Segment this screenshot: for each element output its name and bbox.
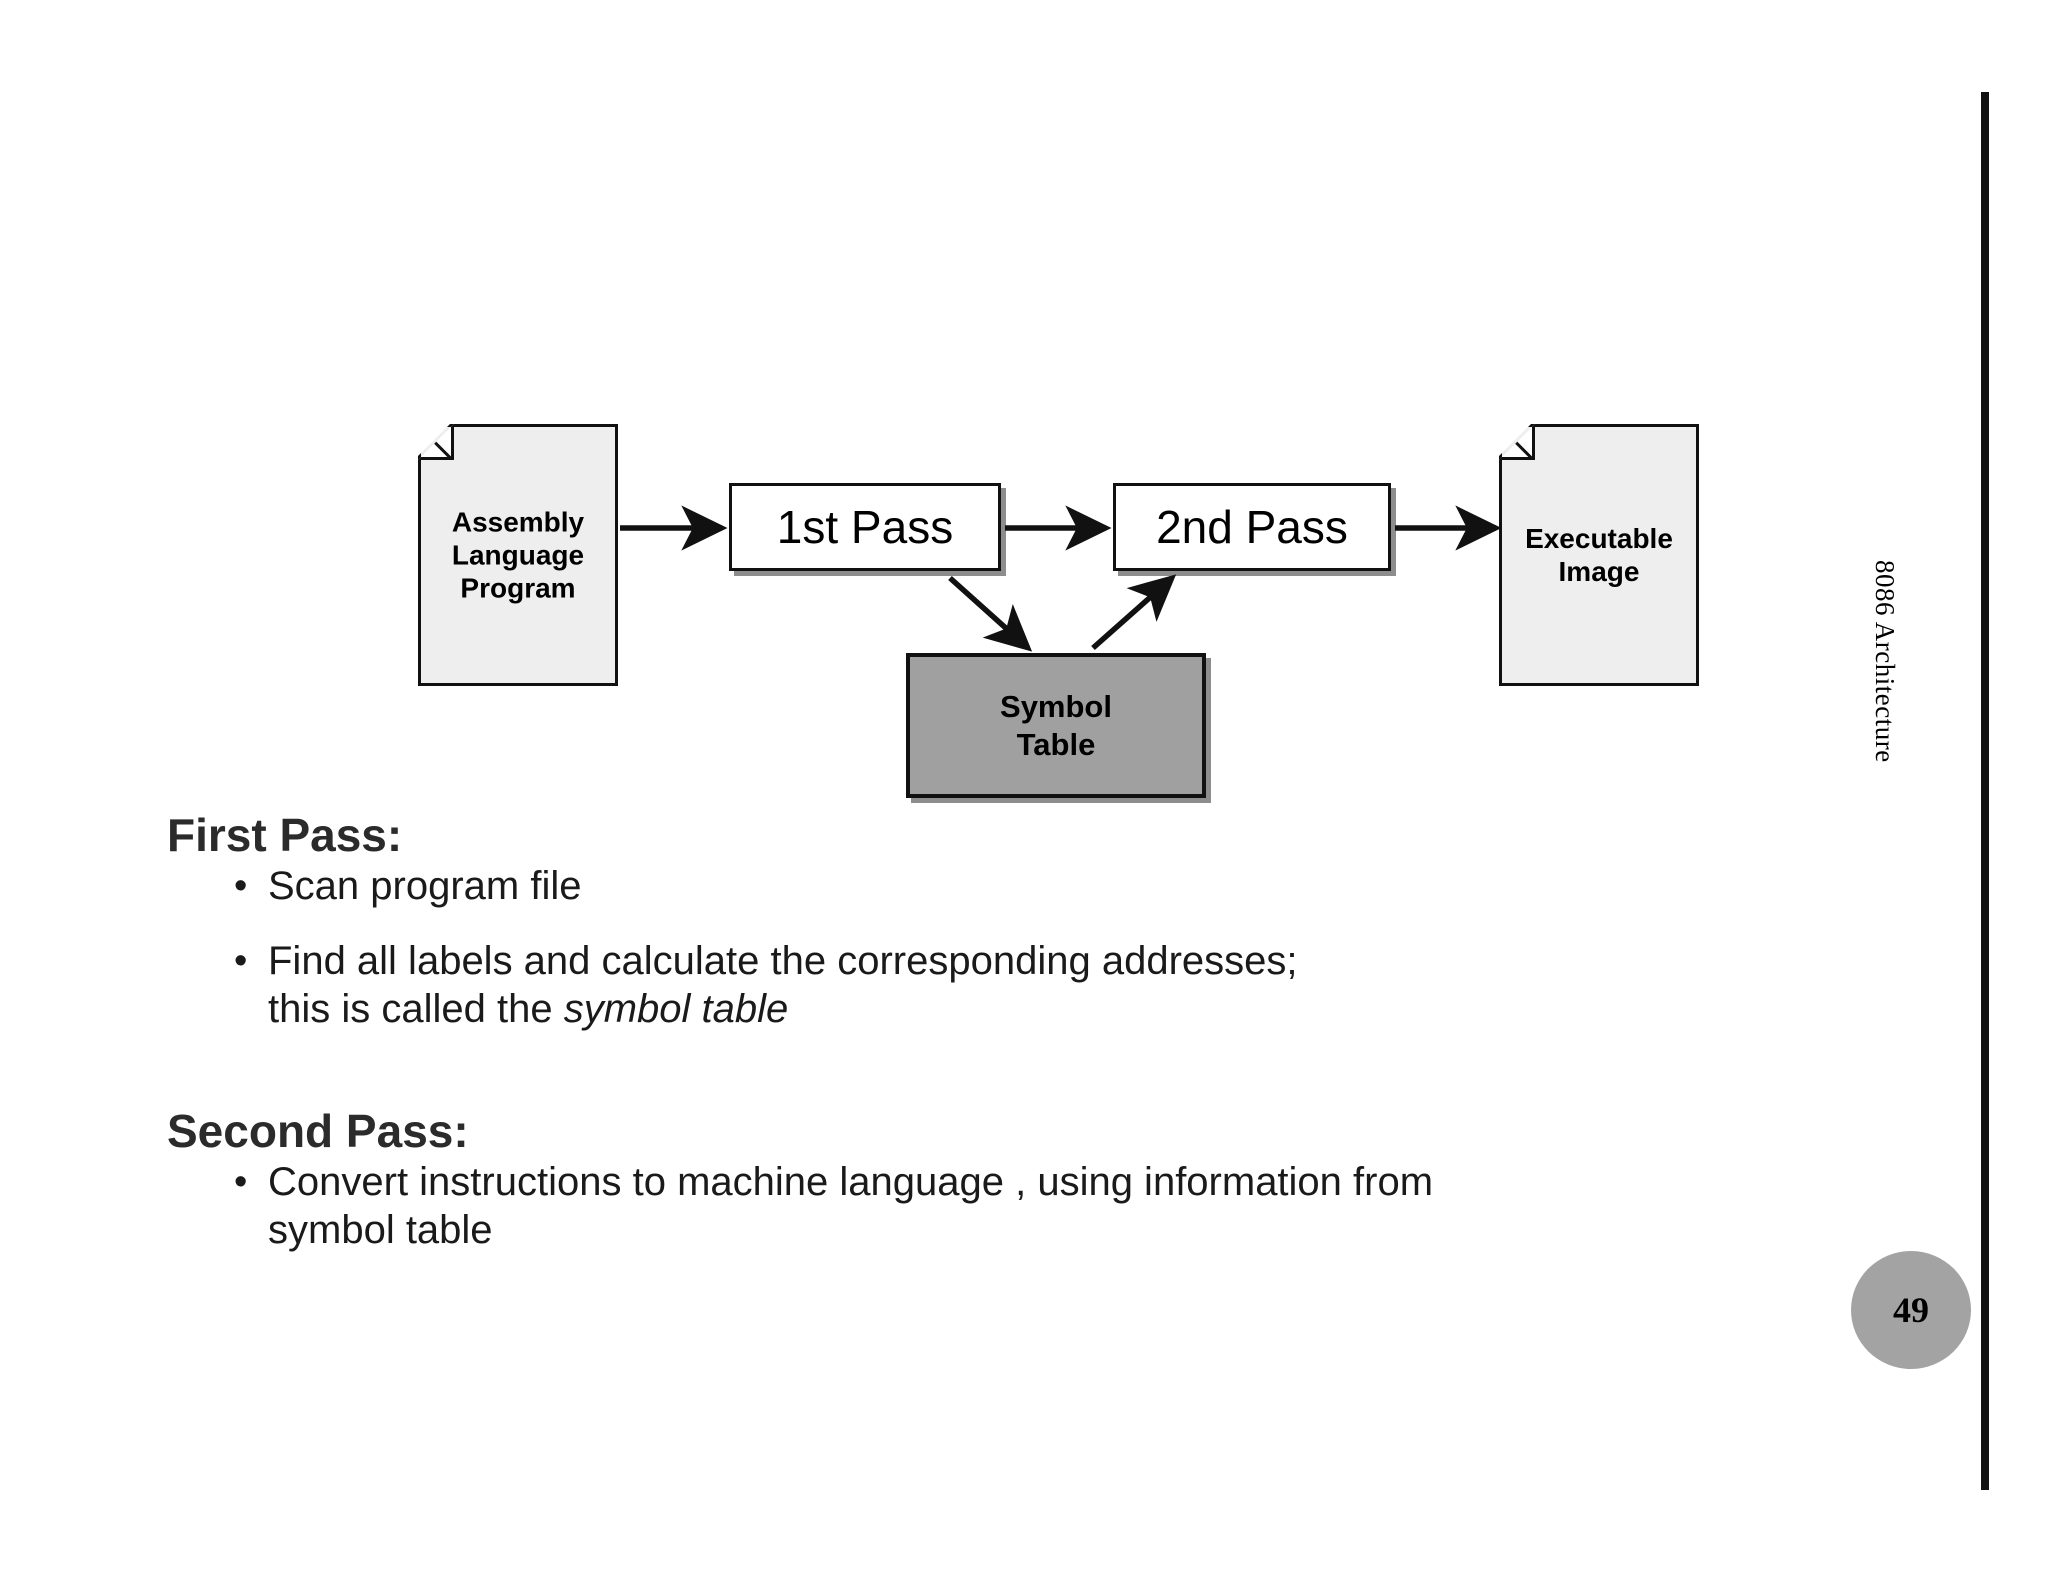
node-assembly-source-label: Assembly Language Program xyxy=(402,505,634,604)
bullet-line-2-prefix: this is called the xyxy=(268,987,564,1031)
document-body xyxy=(418,424,618,686)
node-symbol-table-label: Table xyxy=(1016,726,1096,762)
right-divider-rule xyxy=(1981,92,1989,1490)
bullet-marker: • xyxy=(234,1161,248,1203)
bullet-marker: • xyxy=(234,940,248,982)
document-body xyxy=(1499,424,1699,686)
label-line: Image xyxy=(1558,556,1640,587)
edge-symbol-table-to-second-pass xyxy=(1091,574,1177,651)
diagram-arrows xyxy=(620,505,1502,652)
bullet-line-1: Convert instructions to machine language… xyxy=(268,1160,1434,1204)
node-executable-image[interactable]: Executable Image xyxy=(1499,424,1699,686)
label-line: Program xyxy=(460,572,576,604)
node-second-pass[interactable]: 2nd Pass xyxy=(1113,483,1391,571)
page-number-badge: 49 xyxy=(1851,1251,1971,1369)
edge-first-pass-to-symbol-table xyxy=(948,575,1033,652)
bullet-marker: • xyxy=(234,865,248,907)
heading-second-pass: Second Pass: xyxy=(167,1105,469,1158)
label-line: Language xyxy=(451,539,585,571)
node-second-pass-label: 2nd Pass xyxy=(1156,501,1348,553)
node-assembly-source[interactable]: Assembly Language Program xyxy=(418,424,618,686)
node-first-pass-label: 1st Pass xyxy=(776,501,954,553)
bullet-line-2: symbol table xyxy=(268,1208,493,1252)
bullet-line-1: Find all labels and calculate the corres… xyxy=(268,939,1298,983)
label-line: Assembly xyxy=(451,506,585,538)
label-line: Executable xyxy=(1525,522,1673,554)
node-symbol-table-label: Symbol xyxy=(1000,689,1112,725)
bullet-text: Find all labels and calculate the corres… xyxy=(268,937,1298,1033)
bullet-text: Scan program file xyxy=(268,864,582,908)
bullet-scan-program-file: • Scan program file xyxy=(234,862,1734,910)
node-executable-image-label: Executable Image xyxy=(1483,522,1715,588)
bullet-line-2-italic: symbol table xyxy=(563,987,789,1031)
page-fold-icon xyxy=(418,424,454,460)
bullet-text: Convert instructions to machine language… xyxy=(268,1158,1433,1254)
assembler-two-pass-diagram: Assembly Language Program 1st Pass 2nd P… xyxy=(0,0,1800,830)
bullet-find-all-labels: • Find all labels and calculate the corr… xyxy=(234,937,1794,1033)
node-symbol-table[interactable]: Symbol Table xyxy=(906,653,1206,798)
heading-first-pass: First Pass: xyxy=(167,809,403,862)
node-first-pass[interactable]: 1st Pass xyxy=(729,483,1001,571)
sidebar-caption: 8086 Architecture xyxy=(1870,560,1900,763)
bullet-convert-instructions: • Convert instructions to machine langua… xyxy=(234,1158,1854,1254)
